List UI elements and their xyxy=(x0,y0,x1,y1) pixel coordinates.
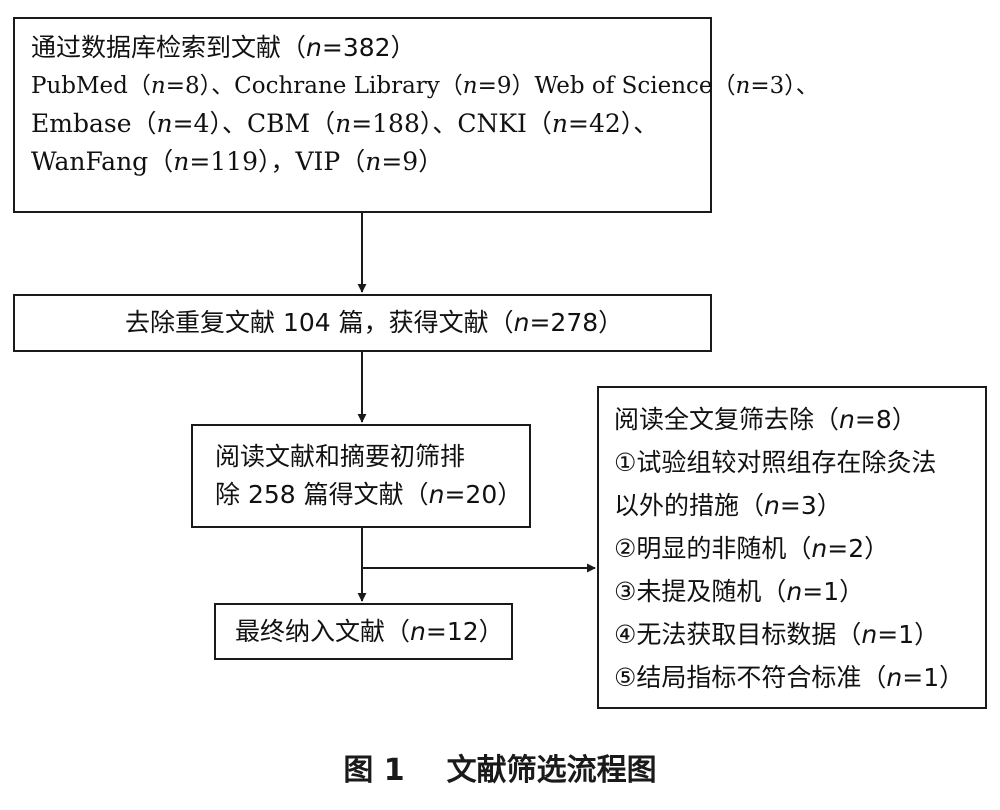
exclusion-item-5: ⑤结局指标不符合标准（n=1） xyxy=(614,663,965,692)
figure-number: 图 1 xyxy=(343,753,405,788)
screen-text-line2: 除 258 篇得文献（n=20） xyxy=(215,480,523,509)
figure-title: 文献筛选流程图 xyxy=(446,753,657,788)
search-total: 通过数据库检索到文献（n=382） xyxy=(31,33,416,62)
exclusion-item-1a: ①试验组较对照组存在除灸法 xyxy=(614,448,937,477)
figure-caption: 图 1 文献筛选流程图 xyxy=(0,745,1000,789)
exclusion-item-4: ④无法获取目标数据（n=1） xyxy=(614,620,940,649)
database-search-box: 通过数据库检索到文献（n=382） PubMed（n=8）、Cochrane L… xyxy=(13,17,819,213)
search-sources-1: PubMed（n=8）、Cochrane Library（n=9）Web of … xyxy=(31,73,819,99)
title-abstract-screening-box: 阅读文献和摘要初筛排 除 258 篇得文献（n=20） xyxy=(191,424,531,528)
search-sources-2: Embase（n=4）、CBM（n=188）、CNKI（n=42）、 xyxy=(31,109,659,138)
exclusion-item-2: ②明显的非随机（n=2） xyxy=(614,534,890,563)
full-text-exclusion-box: 阅读全文复筛去除（n=8） ①试验组较对照组存在除灸法 以外的措施（n=3） ②… xyxy=(597,386,987,709)
dedup-text: 去除重复文献 104 篇，获得文献（n=278） xyxy=(125,308,624,337)
search-sources-3: WanFang（n=119），VIP（n=9） xyxy=(31,147,444,176)
screen-text-line1: 阅读文献和摘要初筛排 xyxy=(215,442,466,471)
final-included-box: 最终纳入文献（n=12） xyxy=(214,603,513,660)
exclusion-item-3: ③未提及随机（n=1） xyxy=(614,577,865,606)
deduplication-box: 去除重复文献 104 篇，获得文献（n=278） xyxy=(13,294,712,352)
exclusion-title: 阅读全文复筛去除（n=8） xyxy=(614,405,917,434)
final-text: 最终纳入文献（n=12） xyxy=(235,617,504,646)
exclusion-item-1b: 以外的措施（n=3） xyxy=(614,491,842,520)
